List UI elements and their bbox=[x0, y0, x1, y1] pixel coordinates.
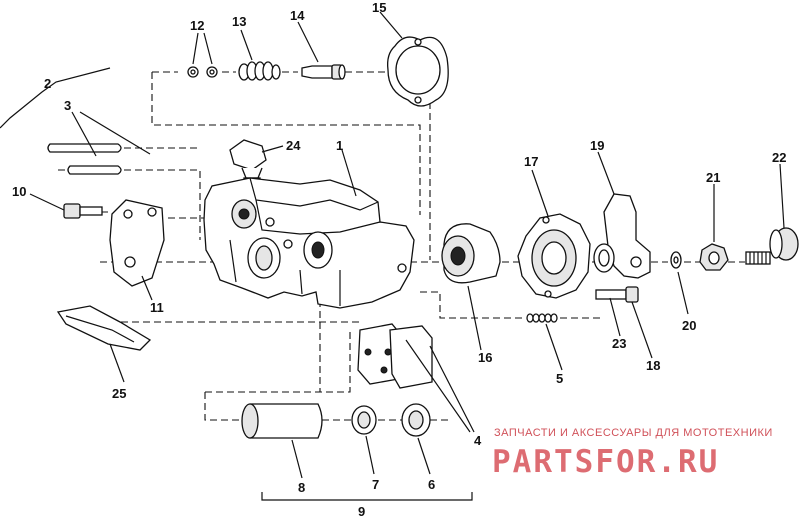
piston bbox=[241, 403, 323, 439]
gasket bbox=[387, 36, 449, 107]
spring bbox=[238, 61, 281, 81]
hex-nut bbox=[699, 243, 729, 271]
callout-20: 20 bbox=[682, 318, 696, 333]
retaining-clip bbox=[56, 305, 152, 351]
callout-22: 22 bbox=[772, 150, 786, 165]
callout-24: 24 bbox=[286, 138, 301, 153]
callout-10: 10 bbox=[12, 184, 26, 199]
adjuster-arm bbox=[593, 193, 651, 279]
callout-13: 13 bbox=[232, 14, 246, 29]
callout-4: 4 bbox=[474, 433, 482, 448]
callout-8: 8 bbox=[298, 480, 305, 495]
o-ring-pair bbox=[187, 66, 218, 78]
caliper-body bbox=[203, 177, 415, 309]
piston-housing bbox=[441, 223, 501, 284]
callout-3: 3 bbox=[64, 98, 71, 113]
watermark: ЗАПЧАСТИ И АКСЕССУАРЫ ДЛЯ МОТОТЕХНИКИ PA… bbox=[492, 427, 773, 480]
callout-19: 19 bbox=[590, 138, 604, 153]
brake-pads bbox=[357, 323, 433, 389]
flat-washer bbox=[670, 251, 682, 269]
callout-11: 11 bbox=[150, 300, 164, 315]
watermark-tagline: ЗАПЧАСТИ И АКСЕССУАРЫ ДЛЯ МОТОТЕХНИКИ bbox=[494, 427, 773, 439]
bolt bbox=[63, 203, 103, 219]
callout-16: 16 bbox=[478, 350, 492, 365]
watermark-logo: PARTSFOR.RU bbox=[492, 444, 719, 480]
callout-23: 23 bbox=[612, 336, 626, 351]
leader-2 bbox=[0, 67, 111, 129]
dust-seal bbox=[401, 403, 431, 437]
callout-labels: 1 2 3 4 5 6 7 8 9 10 11 12 13 14 15 16 1… bbox=[12, 0, 786, 519]
callout-18: 18 bbox=[646, 358, 660, 373]
callout-15: 15 bbox=[372, 0, 386, 15]
guide-rods bbox=[47, 143, 122, 175]
flange-bolt bbox=[595, 286, 639, 303]
callout-25: 25 bbox=[112, 386, 126, 401]
callout-7: 7 bbox=[372, 477, 379, 492]
adjuster-knob bbox=[745, 227, 799, 265]
piston-seal bbox=[351, 405, 377, 435]
callout-14: 14 bbox=[290, 8, 305, 23]
callout-9: 9 bbox=[358, 504, 365, 519]
callout-6: 6 bbox=[428, 477, 435, 492]
small-spring bbox=[526, 313, 558, 323]
mounting-plate bbox=[109, 199, 165, 287]
callout-2: 2 bbox=[44, 76, 51, 91]
leader-lines bbox=[29, 11, 785, 501]
callout-5: 5 bbox=[556, 371, 563, 386]
callout-17: 17 bbox=[524, 154, 538, 169]
callout-1: 1 bbox=[336, 138, 343, 153]
callout-12: 12 bbox=[190, 18, 204, 33]
callout-21: 21 bbox=[706, 170, 720, 185]
cover-flange bbox=[517, 213, 591, 299]
plunger-pin bbox=[301, 64, 346, 80]
